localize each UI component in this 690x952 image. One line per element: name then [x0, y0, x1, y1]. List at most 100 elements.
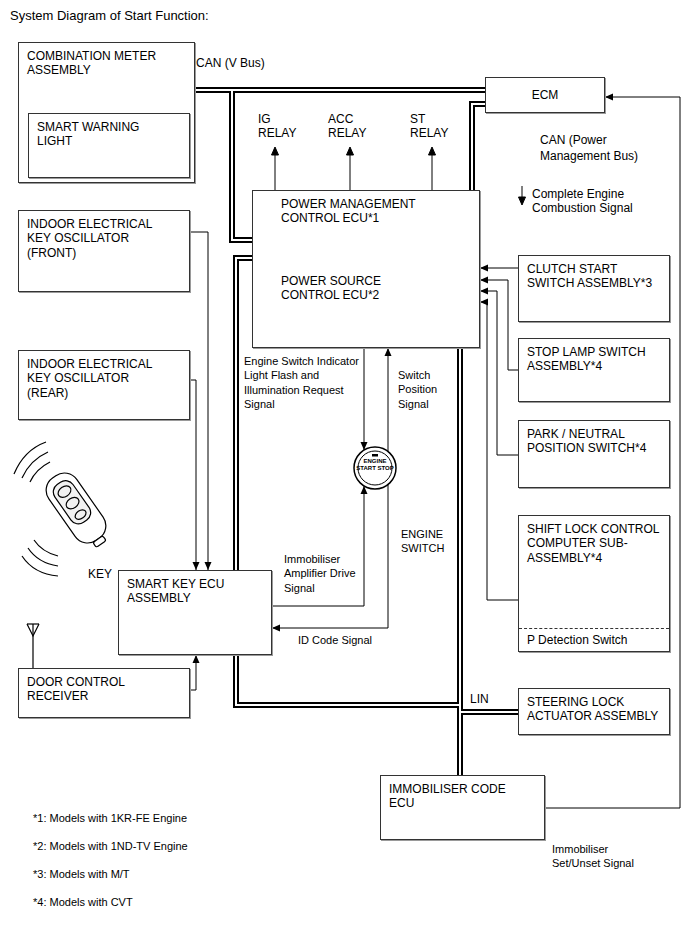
signal-label: CAN (V Bus)	[196, 56, 286, 72]
arrowhead	[193, 655, 200, 663]
switch-face-text: ENGINE START STOP	[353, 458, 397, 472]
antenna-lead	[32, 624, 33, 668]
arrowhead	[385, 348, 392, 356]
signal-label: Immobiliser Amplifier Drive Signal	[284, 552, 362, 595]
key-label: KEY	[88, 567, 128, 581]
bus-line	[236, 655, 460, 775]
box-title: STOP LAMP SWITCH ASSEMBLY*4	[527, 345, 661, 374]
radio-wave	[30, 462, 50, 482]
switch-ring	[354, 447, 396, 489]
ecu-box: IMMOBILISER CODE ECU	[380, 775, 545, 840]
signal-wire	[480, 280, 518, 370]
arrowhead	[193, 562, 200, 570]
signal-wire	[272, 486, 364, 606]
key-button	[56, 484, 73, 500]
detection-switch: P Detection Switch	[519, 628, 669, 651]
arrowhead	[519, 197, 526, 205]
signal-label: CAN (Power Management Bus)	[540, 133, 658, 164]
bus-line	[195, 87, 485, 93]
computer-box: SHIFT LOCK CONTROL COMPUTER SUB-ASSEMBLY…	[518, 515, 670, 652]
key-button	[64, 495, 81, 511]
relay-line	[350, 153, 351, 190]
arrowhead	[205, 562, 212, 570]
meter-box: COMBINATION METER ASSEMBLY SMART WARNING …	[18, 42, 195, 183]
signal-wire	[480, 291, 518, 455]
radio-wave	[22, 556, 58, 576]
radio-wave	[34, 540, 58, 556]
box-title: IMMOBILISER CODE ECU	[389, 782, 529, 811]
bus-core	[459, 348, 461, 775]
key-illustration	[14, 442, 115, 576]
oscillator-box: INDOOR ELECTRICAL KEY OSCILLATOR (REAR)	[18, 350, 190, 420]
box-title: SMART KEY ECU ASSEMBLY	[127, 577, 247, 606]
box-subtitle: POWER SOURCE CONTROL ECU*2	[281, 274, 426, 303]
footnote: *3: Models with M/T	[33, 868, 293, 881]
signal-line	[190, 655, 200, 690]
signal-layer	[190, 94, 680, 809]
relay-label: ST RELAY	[410, 112, 460, 141]
box-title: COMBINATION METER ASSEMBLY	[27, 49, 177, 78]
signal-label: ID Code Signal	[298, 633, 384, 647]
key-ring	[93, 536, 106, 548]
relay-label: ACC RELAY	[328, 112, 378, 141]
radio-wave	[14, 442, 46, 474]
bus-line	[195, 90, 252, 240]
bus-line	[460, 712, 518, 775]
signal-label: Immobiliser Set/Unset Signal	[552, 842, 652, 871]
arrowhead	[480, 299, 488, 306]
switch-box: CLUTCH START SWITCH ASSEMBLY*3	[518, 255, 670, 322]
signal-line	[361, 348, 368, 450]
radio-wave	[28, 548, 58, 566]
bus-core	[472, 104, 485, 190]
footnote: *1: Models with 1KR-FE Engine	[33, 812, 293, 825]
box-title: DOOR CONTROL RECEIVER	[27, 675, 177, 704]
signal-wire	[190, 232, 208, 570]
signal-label: Engine Switch Indicator Light Flash and …	[244, 354, 362, 411]
bus-line	[236, 258, 252, 570]
signal-wire	[388, 348, 389, 452]
oscillator-box: INDOOR ELECTRICAL KEY OSCILLATOR (FRONT)	[18, 210, 190, 292]
bus-core	[460, 712, 518, 775]
signal-wire	[272, 485, 388, 629]
key-fob	[40, 467, 115, 554]
box-title: CLUTCH START SWITCH ASSEMBLY*3	[527, 262, 661, 291]
bus-line	[472, 104, 485, 190]
switch-name: ENGINE SWITCH	[401, 527, 453, 556]
arrowhead	[480, 277, 488, 284]
signal-line	[480, 299, 518, 601]
signal-line	[190, 232, 212, 570]
switch-box: STOP LAMP SWITCH ASSEMBLY*4	[518, 338, 670, 402]
signal-line	[480, 288, 518, 456]
switch-indicator	[372, 454, 378, 457]
footnote: *2: Models with 1ND-TV Engine	[33, 840, 293, 853]
signal-wire	[190, 380, 196, 570]
arrowhead	[480, 265, 488, 272]
signal-label: Switch Position Signal	[398, 368, 453, 411]
bus-core	[236, 258, 252, 570]
key-face	[50, 477, 94, 527]
arrowhead	[480, 288, 488, 295]
engine-switch: ENGINE START STOPENGINE SWITCH	[353, 446, 397, 490]
antenna-symbol	[27, 624, 39, 668]
box-title: SMART WARNING LIGHT	[37, 120, 157, 149]
box-title: P Detection Switch	[527, 633, 661, 647]
footnote: *4: Models with CVT	[33, 896, 293, 909]
bus-layer	[195, 90, 518, 775]
signal-label: LIN	[470, 692, 500, 708]
box-title: PARK / NEUTRAL POSITION SWITCH*4	[527, 427, 661, 456]
arrowhead	[605, 94, 613, 101]
arrowhead	[272, 625, 280, 632]
warning-light-box: SMART WARNING LIGHT	[28, 113, 190, 178]
signal-line	[480, 277, 518, 371]
signal-line	[272, 485, 388, 632]
relay-line	[275, 153, 276, 190]
box-title: INDOOR ELECTRICAL KEY OSCILLATOR (REAR)	[27, 357, 167, 400]
arrowhead	[429, 147, 436, 155]
signal-line	[190, 380, 200, 570]
signal-label: Complete Engine Combustion Signal	[532, 187, 650, 216]
box-title: STEERING LOCK ACTUATOR ASSEMBLY	[527, 695, 661, 724]
signal-line	[480, 265, 518, 272]
box-title: ECM	[494, 88, 596, 102]
ecu-box: POWER MANAGEMENT CONTROL ECU*1POWER SOUR…	[252, 190, 480, 348]
